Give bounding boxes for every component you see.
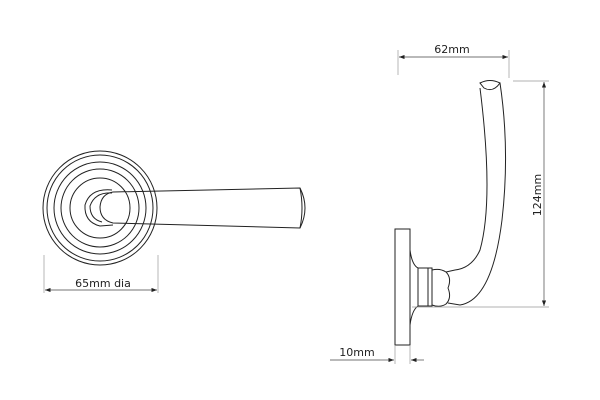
front-view: 65mm dia [42, 150, 306, 293]
lever-tip [479, 80, 501, 91]
lever-outer-curve [447, 82, 507, 306]
lever-front [84, 187, 306, 229]
height-label: 124mm [531, 174, 544, 216]
thickness-dimension: 10mm [330, 346, 424, 364]
diameter-label: 65mm dia [75, 277, 131, 290]
height-dimension: 124mm [412, 80, 549, 308]
backplate [394, 228, 411, 346]
projection-label: 62mm [434, 43, 469, 56]
projection-dimension: 62mm [397, 43, 510, 78]
diameter-dimension: 65mm dia [43, 255, 159, 293]
thickness-label: 10mm [339, 346, 374, 359]
side-view [394, 80, 507, 346]
lever-inner-curve [445, 87, 488, 273]
rose-rings [42, 150, 158, 266]
